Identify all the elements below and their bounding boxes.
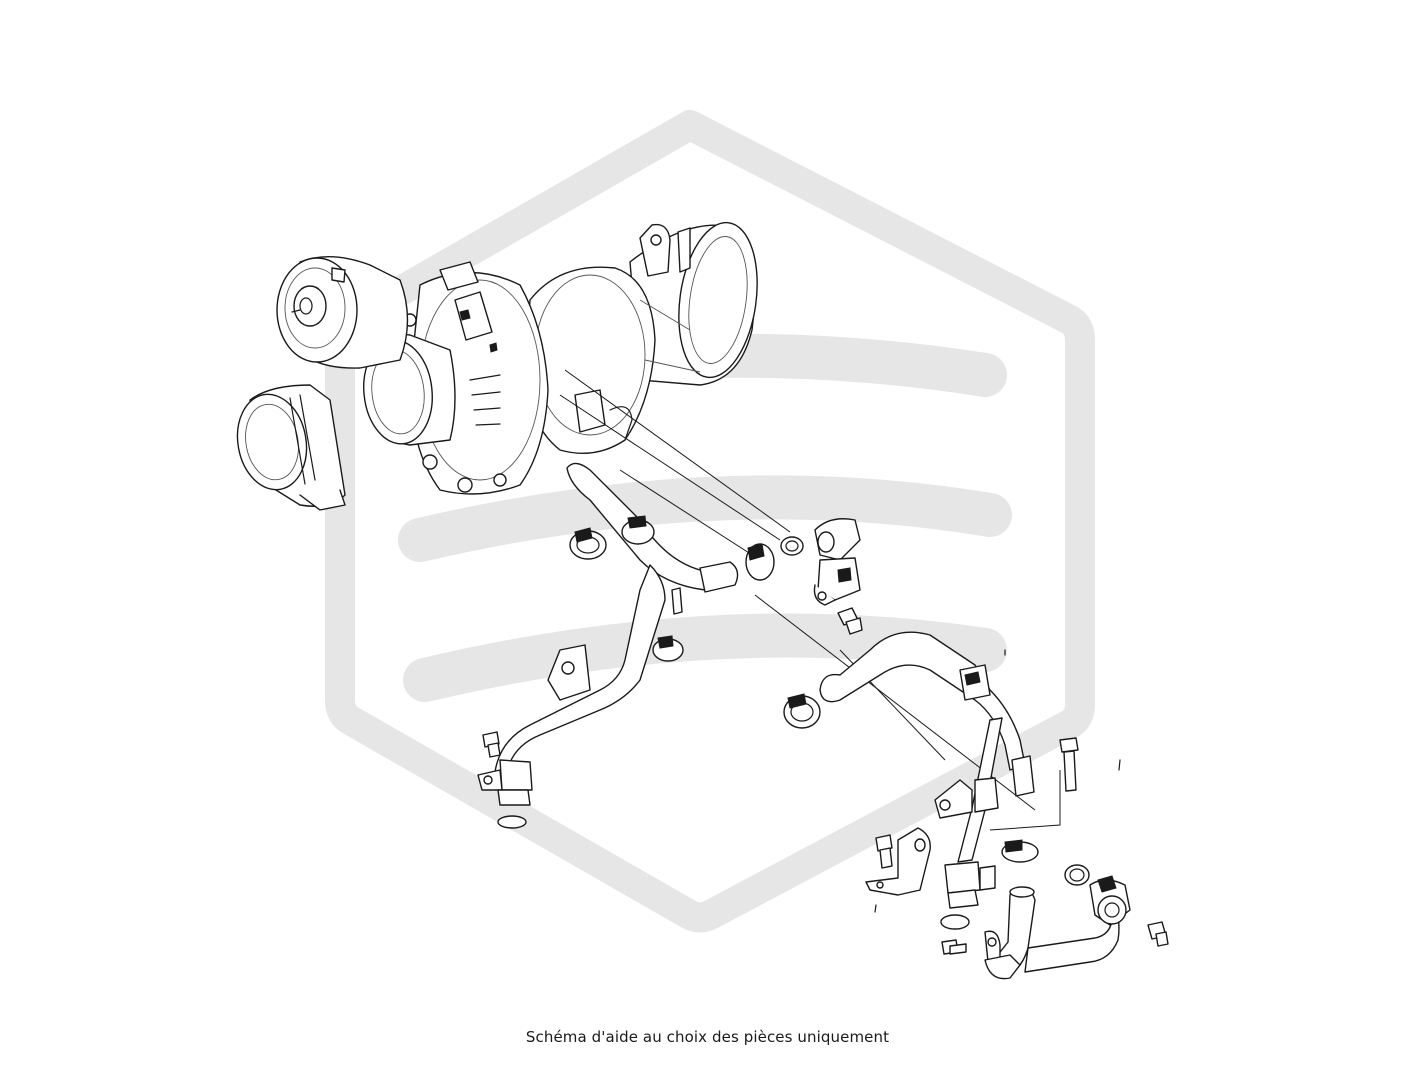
hose-clamp-3: [745, 543, 775, 581]
coolant-pipe-lower: [934, 717, 1003, 909]
o-ring-3: [940, 914, 970, 930]
disclaimer-caption: Schéma d'aide au choix des pièces unique…: [525, 1028, 890, 1046]
bolt-4: [875, 834, 893, 869]
coolant-pipe-bottom: [984, 875, 1131, 980]
hose-clamp-4: [652, 635, 684, 662]
turbocharger: [236, 221, 758, 511]
hose-clamp-6: [1001, 839, 1039, 863]
hose-clamp-5: [783, 693, 821, 729]
tick-marks: [874, 649, 1121, 913]
bolt-6: [1147, 921, 1169, 947]
bolt-5: [941, 939, 967, 955]
coolant-pipe-upper: [477, 462, 739, 829]
bolt-1: [837, 607, 863, 635]
o-ring-2: [1064, 864, 1090, 886]
hose-clamp-1: [569, 527, 607, 560]
bracket: [865, 827, 931, 896]
hose-clamp-2: [621, 515, 655, 545]
banjo-fitting-upper: [813, 518, 861, 606]
bolt-3: [1059, 737, 1079, 792]
bolt-2: [482, 731, 501, 758]
coolant-hose-lower: [819, 631, 1035, 797]
o-ring-1: [780, 536, 804, 556]
